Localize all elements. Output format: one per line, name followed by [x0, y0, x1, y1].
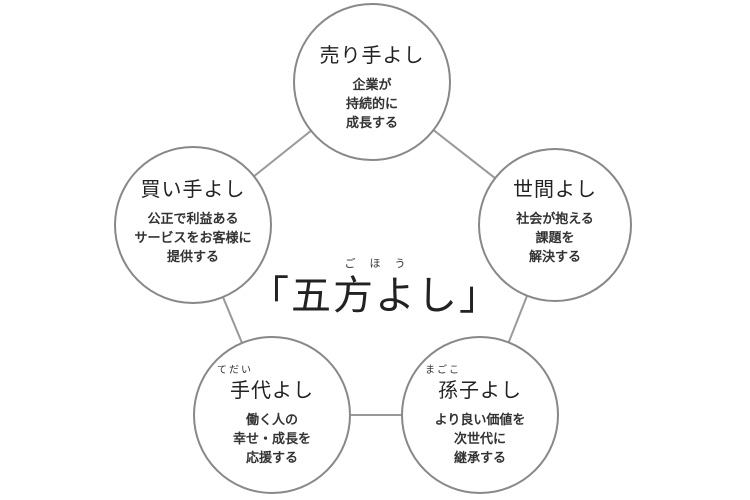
node-title: 買い手よし: [140, 177, 246, 201]
node-title: 手代よし: [230, 378, 314, 402]
circle-society: [478, 148, 632, 302]
body-line: 解決する: [528, 250, 581, 265]
center-ruby: ごほう: [344, 257, 420, 270]
node-society: 世間よし 社会が抱える 課題を 解決する: [480, 176, 630, 267]
circle-descendants: [401, 336, 559, 494]
body-line: 幸せ・成長を: [232, 432, 311, 447]
body-line: 企業が: [352, 78, 392, 93]
center-label: ごほう 「五方よし」: [249, 255, 501, 321]
node-body: より良い価値を 次世代に 継承する: [405, 411, 555, 468]
body-line: 公正で利益ある: [147, 212, 239, 227]
node-ruby: まごこ: [425, 365, 461, 376]
node-title: 孫子よし: [438, 378, 522, 402]
body-line: 社会が抱える: [516, 212, 594, 227]
node-title: 世間よし: [513, 177, 597, 201]
body-line: 提供する: [166, 250, 219, 265]
node-descendants: まごこ 孫子よし より良い価値を 次世代に 継承する: [405, 365, 555, 468]
node-seller: 売り手よし 企業が 持続的に 成長する: [297, 42, 447, 133]
circle-buyer: [114, 146, 272, 304]
body-line: サービスをお客様に: [134, 231, 252, 246]
body-line: より良い価値を: [434, 413, 526, 428]
body-line: 次世代に: [453, 432, 506, 447]
node-body: 企業が 持続的に 成長する: [297, 76, 447, 133]
circle-employees: [193, 336, 351, 494]
center-title: 「五方よし」: [249, 273, 501, 319]
node-title: 売り手よし: [319, 43, 425, 67]
body-line: 成長する: [345, 116, 398, 131]
node-body: 社会が抱える 課題を 解決する: [480, 210, 630, 267]
node-ruby: てだい: [217, 365, 253, 376]
body-line: 継承する: [453, 451, 506, 466]
node-employees: てだい 手代よし 働く人の 幸せ・成長を 応援する: [197, 365, 347, 468]
node-body: 働く人の 幸せ・成長を 応援する: [197, 411, 347, 468]
body-line: 持続的に: [345, 97, 398, 112]
circle-seller: [293, 3, 451, 161]
node-body: 公正で利益ある サービスをお客様に 提供する: [118, 210, 268, 267]
node-buyer: 買い手よし 公正で利益ある サービスをお客様に 提供する: [118, 176, 268, 267]
body-line: 課題を: [535, 231, 575, 246]
body-line: 働く人の: [245, 413, 298, 428]
body-line: 応援する: [245, 451, 298, 466]
